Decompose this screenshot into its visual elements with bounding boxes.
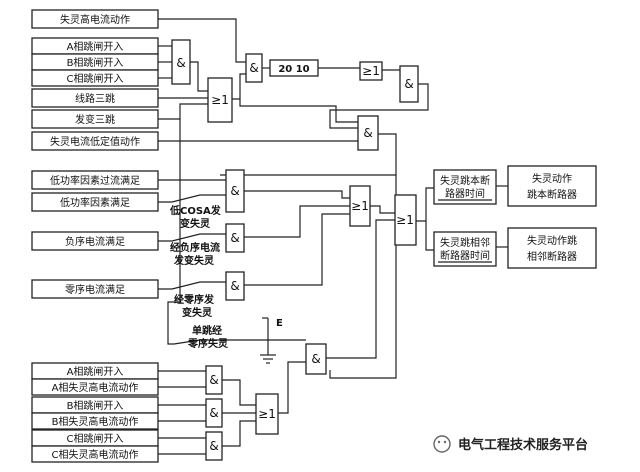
svg-text:&: &: [404, 77, 413, 91]
input-line-three-trip: 线路三跳: [75, 92, 115, 105]
switch-low-cosa-line1: 低COSA发: [169, 204, 222, 217]
or-gate-criteria: [349, 185, 371, 227]
svg-text:&: &: [209, 373, 218, 387]
watermark: 电气工程技术服务平台: [433, 435, 588, 453]
input-c-trip: C相跳闸开入: [67, 72, 124, 85]
svg-text:&: &: [230, 231, 239, 245]
input-a-trip-2: A相跳闸开入: [67, 365, 124, 378]
and-gate-neg-seq: [225, 223, 245, 253]
gates: & ≥1 & 20 10 ≥1 & & & & & ≥1 ≥1 & & & & …: [171, 39, 419, 461]
switch-neg-seq-line1: 经负序电流: [170, 241, 220, 254]
and-gate-single-trip: [305, 343, 327, 375]
input-transformer-three-trip: 发变三跳: [75, 113, 115, 126]
switch-labels: 低COSA发 变失灵 经负序电流 发变失灵 经零序发 变失灵 单跳经 零序失灵 …: [169, 204, 283, 350]
output-local-box: [507, 165, 597, 207]
timer-box: [269, 59, 319, 77]
timer-local-box: [433, 169, 497, 205]
svg-text:&: &: [176, 56, 185, 70]
output-adjacent-box: [507, 227, 597, 269]
and-gate-high-current: [245, 53, 263, 83]
output-adjacent-line1: 失灵动作跳: [527, 234, 577, 247]
output-local-line1: 失灵动作: [532, 172, 572, 185]
and-gate-zero-seq: [225, 271, 245, 301]
and-gate-abc: [171, 39, 191, 85]
svg-text:≥1: ≥1: [362, 64, 380, 78]
svg-text:&: &: [249, 61, 258, 75]
svg-text:&: &: [363, 126, 372, 140]
input-low-pf-overcurrent: 低功率因素过流满足: [50, 174, 140, 187]
and-gate-phase-a: [205, 365, 223, 395]
and-gate-low-current: [357, 115, 379, 151]
watermark-text: 电气工程技术服务平台: [458, 437, 588, 453]
input-c-loss-high: C相失灵高电流动作: [52, 448, 139, 461]
input-b-trip: B相跳闸开入: [67, 56, 124, 69]
input-loss-high-current: 失灵高电流动作: [60, 13, 130, 26]
switch-single-trip-line1: 单跳经: [192, 324, 222, 337]
timer-local-line2: 路器时间: [445, 187, 485, 200]
svg-text:&: &: [311, 352, 320, 366]
switch-zero-seq-line2: 变失灵: [182, 306, 213, 319]
input-low-pf: 低功率因素满足: [60, 196, 130, 209]
input-b-trip-2: B相跳闸开入: [67, 399, 124, 412]
svg-text:&: &: [230, 184, 239, 198]
input-loss-low-current: 失灵电流低定值动作: [50, 135, 140, 148]
or-gate-after-timer: [359, 61, 383, 81]
input-b-loss-high: B相失灵高电流动作: [52, 415, 139, 428]
or-gate-phases: [255, 393, 279, 435]
output-adjacent-line2: 相邻断路器: [527, 250, 577, 263]
input-zero-seq: 零序电流满足: [65, 283, 125, 296]
input-c-trip-2: C相跳闸开入: [67, 432, 124, 445]
or-gate-three-trip: [207, 77, 233, 123]
input-a-trip: A相跳闸开入: [67, 40, 124, 53]
output-section: 失灵跳本断 路器时间 失灵跳相邻 断路器时间 失灵动作 跳本断路器 失灵动作跳 …: [433, 165, 597, 269]
or-gate-final: [394, 194, 417, 246]
switch-low-cosa-line2: 变失灵: [180, 217, 211, 230]
svg-text:≥1: ≥1: [258, 407, 276, 421]
timer-value: 20 10: [278, 64, 309, 75]
svg-text:&: &: [209, 439, 218, 453]
input-a-loss-high: A相失灵高电流动作: [52, 381, 139, 394]
input-neg-seq: 负序电流满足: [65, 235, 125, 248]
and-gate-phase-c: [205, 431, 223, 461]
switch-zero-seq-line1: 经零序发: [174, 293, 215, 306]
and-gate-output-top: [399, 65, 419, 103]
output-local-line2: 跳本断路器: [527, 188, 577, 201]
and-gate-low-pf: [225, 169, 245, 213]
svg-text:≥1: ≥1: [351, 199, 369, 213]
wires: [158, 18, 508, 455]
svg-text:&: &: [230, 279, 239, 293]
switch-single-trip-line2: 零序失灵: [187, 337, 229, 350]
input-boxes: 失灵高电流动作 A相跳闸开入 B相跳闸开入 C相跳闸开入 线路三跳 发变三跳 失…: [31, 9, 159, 463]
wechat-icon: [433, 435, 451, 453]
timer-adjacent-line2: 断路器时间: [440, 249, 490, 262]
and-gate-phase-b: [205, 398, 223, 428]
timer-adjacent-box: [433, 231, 497, 267]
switch-neg-seq-line2: 发变失灵: [173, 254, 215, 267]
svg-text:≥1: ≥1: [211, 93, 229, 107]
timer-adjacent-line1: 失灵跳相邻: [440, 236, 490, 249]
timer-local-line1: 失灵跳本断: [440, 174, 490, 187]
svg-text:≥1: ≥1: [396, 213, 414, 227]
ground-label: E: [276, 318, 283, 329]
svg-text:&: &: [209, 406, 218, 420]
